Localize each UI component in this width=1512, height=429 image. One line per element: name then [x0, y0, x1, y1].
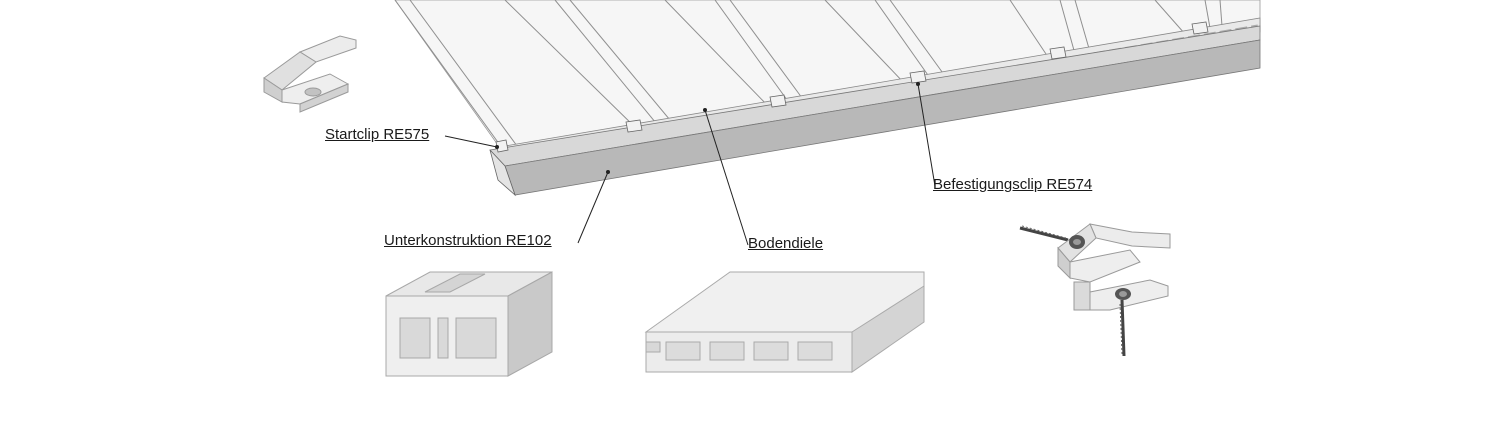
leader-unterkonstruktion [577, 171, 609, 244]
clips-on-rail [495, 21, 1209, 153]
rail-profile-icon [385, 271, 553, 377]
leader-bodendiele [704, 109, 749, 246]
board-profile-icon [644, 271, 925, 373]
label-unterkonstruktion: Unterkonstruktion RE102 [384, 232, 552, 249]
board-joints [394, 0, 1223, 153]
leader-befestigungsclip [917, 83, 936, 187]
label-bodendiele: Bodendiele [748, 235, 824, 252]
leader-dots [495, 82, 920, 174]
deck-assembly [394, 0, 1261, 197]
leader-lines [444, 83, 936, 246]
label-befestigungsclip: Befestigungsclip RE574 [933, 176, 1093, 193]
label-startclip: Startclip RE575 [325, 126, 430, 143]
rail-end-face [489, 149, 516, 197]
startclip-part-icon [263, 35, 357, 113]
leader-startclip [444, 135, 498, 148]
fastening-clip-with-screws-icon [1019, 223, 1171, 357]
